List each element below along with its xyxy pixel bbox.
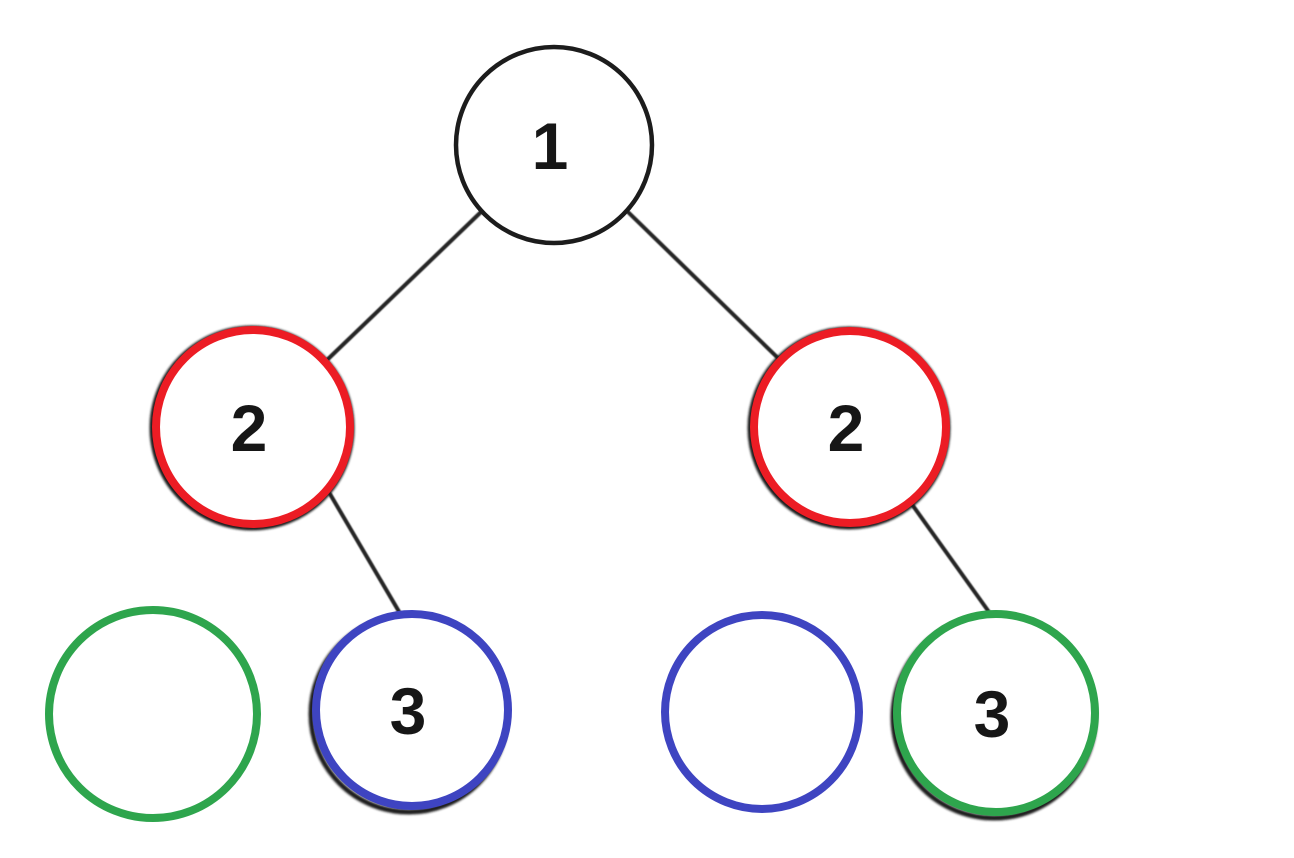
node-ring xyxy=(45,606,261,822)
node-ring xyxy=(312,610,512,810)
tree-node-null-leaf-green xyxy=(45,606,261,822)
edges-layer xyxy=(325,210,991,617)
tree-node-root: 1 xyxy=(453,44,655,246)
node-label: 3 xyxy=(390,674,427,748)
tree-edge-root-to-right2 xyxy=(626,210,782,362)
node-ring xyxy=(152,326,354,528)
tree-node-leaf3-right: 3 xyxy=(890,610,1099,821)
node-ring xyxy=(750,327,950,527)
node-label: 2 xyxy=(828,391,865,465)
node-label: 2 xyxy=(231,391,268,465)
tree-node-null-leaf-blue xyxy=(661,611,863,813)
node-ring xyxy=(893,610,1099,816)
tree-edge-root-to-left2 xyxy=(325,210,483,362)
node-ring xyxy=(453,44,655,246)
tree-node-level2-left: 2 xyxy=(149,325,355,531)
tree-node-leaf3-left: 3 xyxy=(308,610,512,815)
tree-node-level2-right: 2 xyxy=(747,326,951,530)
node-ring xyxy=(661,611,863,813)
nodes-layer: 1 2 2 3 3 xyxy=(45,44,1099,822)
tree-edge-left2-to-left3 xyxy=(328,492,403,617)
node-label: 1 xyxy=(532,109,569,183)
tree-edge-right2-to-right3 xyxy=(909,501,991,614)
node-label: 3 xyxy=(974,677,1011,751)
